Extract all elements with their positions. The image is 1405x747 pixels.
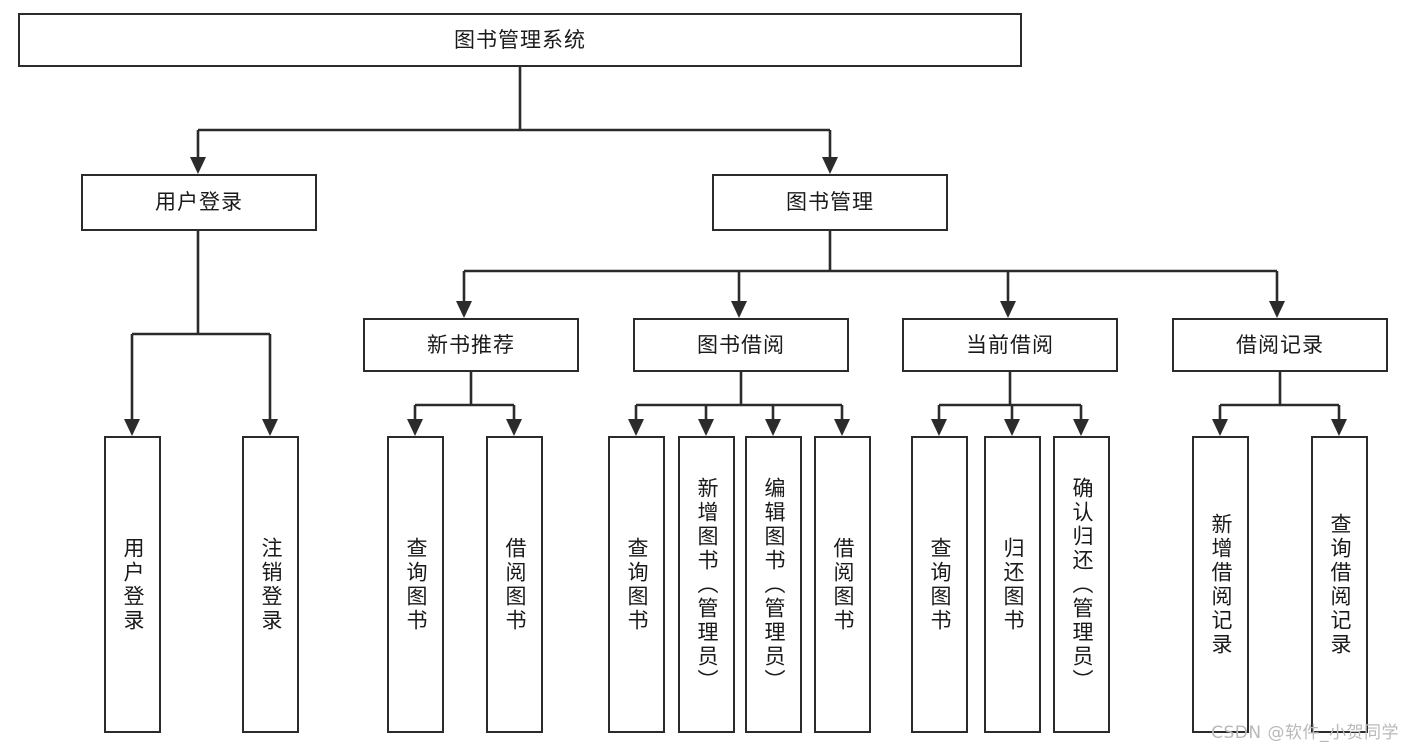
leaf-leaf-borrow-book-2: 借阅图书 [814,436,871,733]
node-root: 图书管理系统 [18,13,1022,67]
user-login-leaf-arrow-1-head [262,419,278,436]
leaf-leaf-borrow-book-1: 借阅图书 [486,436,543,733]
node-label: 图书管理系统 [454,27,586,52]
node-label: 借阅图书 [831,536,855,633]
leaf-leaf-query-book-2: 查询图书 [608,436,665,733]
user-login-leaf-arrow-0-head [124,419,140,436]
level3-leaf-arrow-1-0-head [628,419,644,436]
node-label: 用户登录 [121,536,145,633]
node-borrow-record: 借阅记录 [1172,318,1388,372]
leaf-leaf-query-borrow-record: 查询借阅记录 [1311,436,1368,733]
node-user-login: 用户登录 [81,174,317,231]
node-book-borrow: 图书借阅 [633,318,849,372]
node-label: 借阅图书 [503,536,527,633]
node-label: 新增图书（管理员） [695,476,719,693]
level3-leaf-arrow-2-0-head [931,419,947,436]
leaf-leaf-query-book-1: 查询图书 [387,436,444,733]
node-label: 归还图书 [1001,536,1025,633]
level3-leaf-arrow-1-2-head [765,419,781,436]
root-to-level2-arrow-0-head [190,157,206,174]
node-label: 查询图书 [928,536,952,633]
leaf-leaf-user-login: 用户登录 [104,436,161,733]
level3-leaf-arrow-3-1-head [1331,419,1347,436]
node-label: 用户登录 [155,190,243,215]
node-label: 新增借阅记录 [1209,512,1233,657]
level3-leaf-arrow-2-2-head [1073,419,1089,436]
level3-leaf-arrow-2-1-head [1004,419,1020,436]
node-label: 当前借阅 [966,332,1054,357]
node-label: 查询图书 [404,536,428,633]
level3-leaf-arrow-3-0-head [1212,419,1228,436]
node-label: 查询图书 [625,536,649,633]
leaf-leaf-return-book: 归还图书 [984,436,1041,733]
book-manage-arrow-0-head [456,301,472,318]
node-label: 借阅记录 [1236,332,1324,357]
level3-leaf-arrow-1-3-head [834,419,850,436]
leaf-leaf-edit-book: 编辑图书（管理员） [745,436,802,733]
leaf-leaf-confirm-return: 确认归还（管理员） [1053,436,1110,733]
node-label: 图书借阅 [697,332,785,357]
node-label: 查询借阅记录 [1328,512,1352,657]
root-to-level2-arrow-1-head [822,157,838,174]
node-label: 注销登录 [259,536,283,633]
leaf-leaf-add-book: 新增图书（管理员） [678,436,735,733]
level3-leaf-arrow-0-1-head [506,419,522,436]
node-label: 确认归还（管理员） [1070,476,1094,693]
node-new-book-recommend: 新书推荐 [363,318,579,372]
node-label: 图书管理 [786,190,874,215]
node-label: 编辑图书（管理员） [762,476,786,693]
book-manage-arrow-3-head [1269,301,1285,318]
book-manage-arrow-2-head [1000,301,1016,318]
leaf-leaf-query-book-3: 查询图书 [911,436,968,733]
level3-leaf-arrow-1-1-head [698,419,714,436]
level3-leaf-arrow-0-0-head [407,419,423,436]
node-book-manage: 图书管理 [712,174,948,231]
leaf-leaf-add-borrow-record: 新增借阅记录 [1192,436,1249,733]
leaf-leaf-user-logout: 注销登录 [242,436,299,733]
book-manage-arrow-1-head [731,301,747,318]
node-current-borrow: 当前借阅 [902,318,1118,372]
node-label: 新书推荐 [427,332,515,357]
